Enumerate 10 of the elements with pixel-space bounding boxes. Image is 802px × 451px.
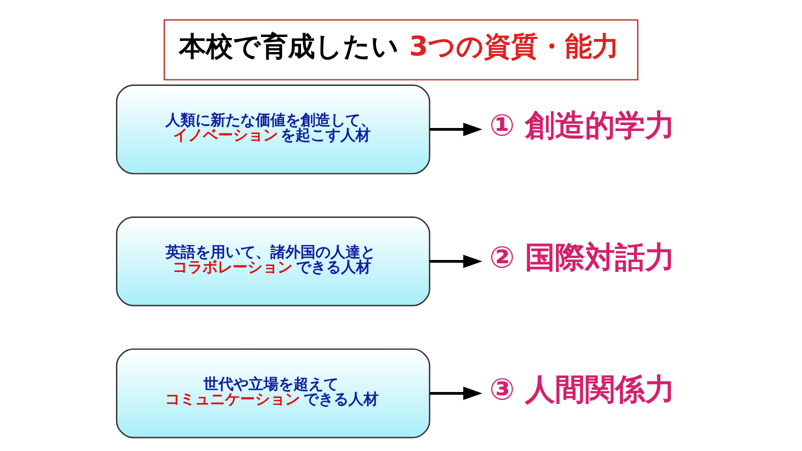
node-box: 人類に新たな価値を創造して、イノベーションを起こす人材 bbox=[116, 84, 430, 174]
arrow bbox=[430, 386, 482, 400]
node-box: 世代や立場を超えてコミュニケーションできる人材 bbox=[116, 348, 430, 438]
arrow bbox=[430, 122, 482, 136]
node-box: 英語を用いて、諸外国の人達とコラボレーションできる人材 bbox=[116, 216, 430, 306]
diagram-title: 本校で育成したい 3つの資質・能力 bbox=[179, 30, 620, 62]
node-text: ③ 人間関係力 bbox=[489, 372, 676, 408]
node-text: ② 国際対話力 bbox=[489, 240, 676, 276]
arrow bbox=[430, 254, 482, 268]
node-text: ① 創造的学力 bbox=[489, 108, 676, 144]
